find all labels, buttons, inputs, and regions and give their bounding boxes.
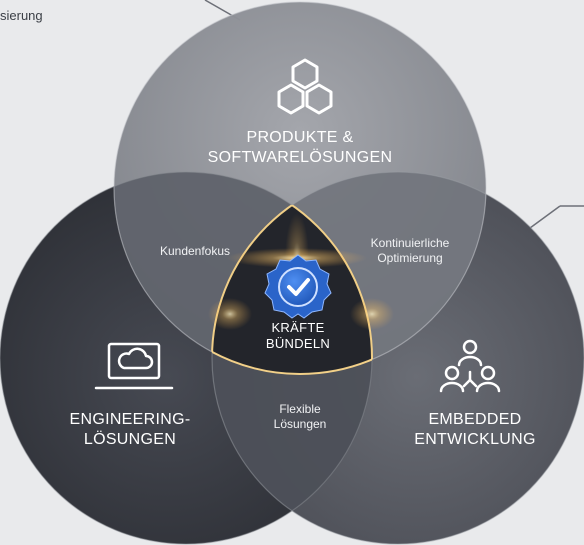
check-badge-icon (264, 254, 332, 319)
label-kundenfokus: Kundenfokus (159, 244, 231, 258)
team-network-icon (439, 339, 501, 393)
hexagon-cluster-icon (277, 58, 333, 115)
label-engineering: ENGINEERING- LÖSUNGEN (69, 411, 191, 448)
glow-left (208, 298, 252, 330)
label-embedded: EMBEDDED ENTWICKLUNG (414, 411, 536, 448)
corner-text: sierung (0, 8, 43, 23)
glow-right (350, 298, 394, 330)
pointer-line-right (529, 205, 561, 229)
laptop-cloud-icon (94, 342, 174, 390)
label-products: PRODUKTE & SOFTWARELÖSUNGEN (207, 129, 393, 166)
label-center: KRÄFTE BÜNDELN (265, 320, 331, 352)
label-flexible: Flexible Lösungen (273, 402, 327, 431)
label-optimierung: Kontinuierliche Optimierung (370, 236, 450, 265)
